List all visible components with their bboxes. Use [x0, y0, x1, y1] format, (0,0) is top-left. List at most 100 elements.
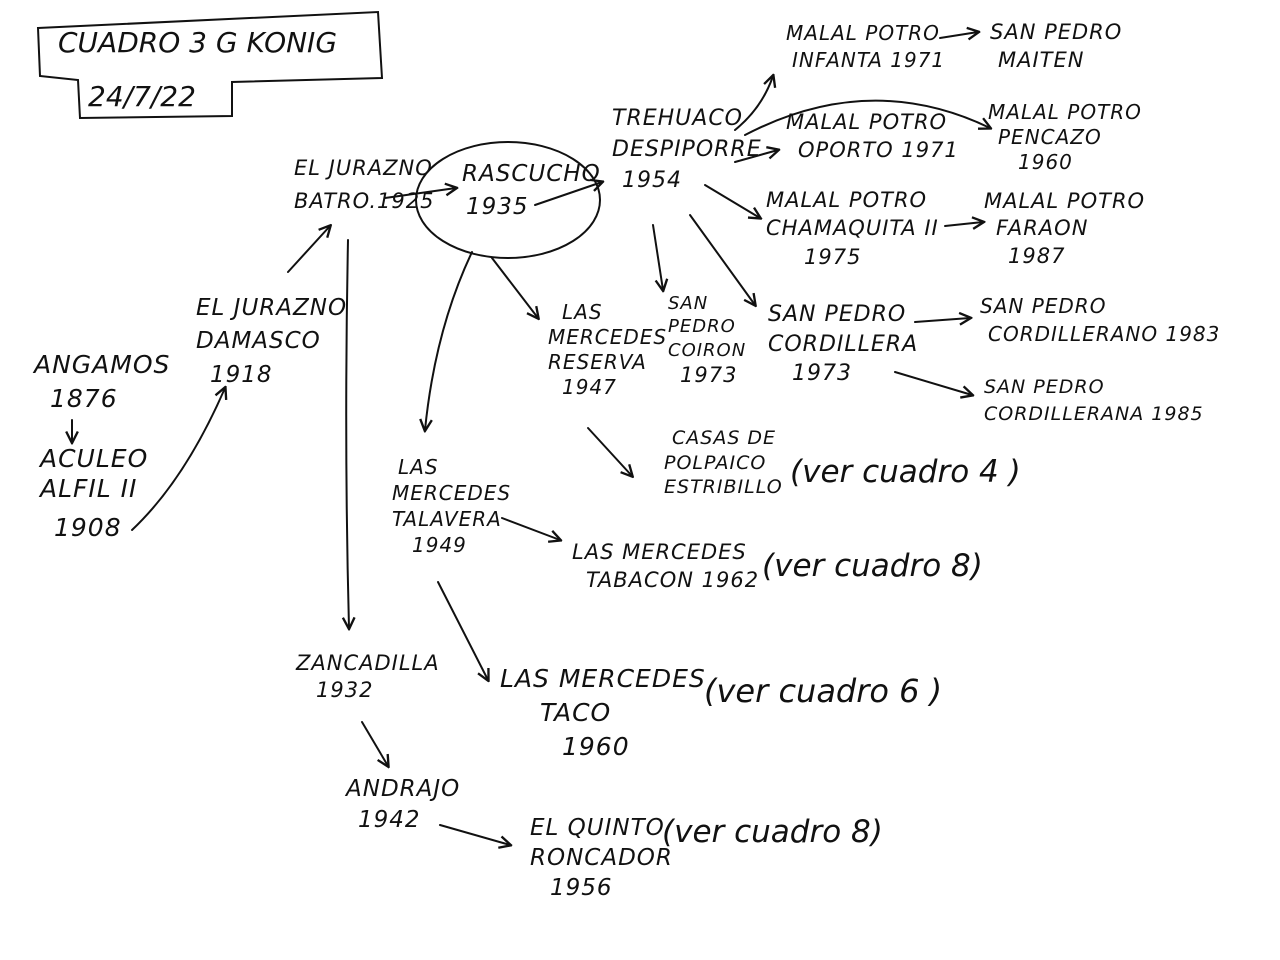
arrow-trehuaco-to-oporto — [734, 150, 778, 163]
arrow-trehuaco-to-chamaquita — [704, 184, 760, 218]
node-sanpedro-cordillera: SAN PEDRO CORDILLERA 1973 — [768, 300, 918, 389]
node-label: SAN PEDRO — [984, 376, 1105, 398]
page-date: 24/7/22 — [88, 80, 196, 113]
node-label: DESPIPORRE — [612, 136, 762, 162]
node-eljurazno-damasco: EL JURAZNO DAMASCO 1918 — [196, 292, 347, 392]
node-label: TALAVERA — [392, 507, 502, 531]
node-label: INFANTA 1971 — [792, 48, 946, 72]
node-year: 1876 — [50, 383, 118, 413]
node-label: LAS MERCEDES — [500, 664, 706, 693]
node-label: MERCEDES — [548, 325, 668, 349]
arrow-trehuaco-to-infanta — [734, 76, 773, 131]
node-label: ALFIL II — [40, 474, 138, 503]
node-zancadilla: ZANCADILLA 1932 — [296, 650, 440, 705]
node-label: LAS MERCEDES — [572, 540, 747, 564]
node-year: 1954 — [622, 167, 682, 193]
arrow-trehuaco-to-pencazo — [744, 99, 990, 136]
arrow-rascucho-to-talavera — [425, 251, 473, 430]
arrow-damasco-to-batro — [287, 226, 330, 273]
node-label: CORDILLERA — [768, 331, 919, 357]
node-label: SAN PEDRO — [980, 294, 1107, 318]
node-label: CORDILLERANO 1983 — [988, 322, 1221, 346]
node-eljurazno-batro: EL JURAZNO BATRO.1925 — [294, 152, 434, 217]
node-label: CORDILLERANA 1985 — [984, 402, 1204, 425]
node-label: RASCUCHO — [462, 161, 601, 187]
node-label: POLPAICO — [664, 451, 767, 474]
node-label: PENCAZO — [998, 125, 1102, 149]
node-year: 1987 — [1008, 243, 1066, 268]
arrow-chamaquita-to-faraon — [944, 222, 983, 226]
node-sanpedro-cordillerano: SAN PEDRO CORDILLERANO 1983 — [980, 292, 1220, 348]
node-sanpedro-coiron: SAN PEDRO COIRON 1973 — [668, 292, 746, 389]
arrow-zancadilla-to-andrajo — [361, 721, 388, 766]
rascucho-highlight-circle — [415, 141, 601, 259]
arrow-cordillera-to-cordillerana — [894, 371, 972, 395]
node-label: MALAL POTRO — [988, 100, 1142, 124]
node-label: BATRO.1925 — [294, 188, 435, 213]
node-label: EL JURAZNO — [294, 156, 433, 180]
arrow-batro-to-rascucho — [384, 188, 456, 199]
node-year: 1973 — [680, 363, 738, 388]
node-year: 1973 — [792, 361, 852, 387]
node-year: 1918 — [210, 361, 273, 388]
node-malal-chamaquita: MALAL POTRO CHAMAQUITA II 1975 — [766, 186, 939, 271]
node-year: 1932 — [316, 678, 374, 703]
node-label: EL JURAZNO — [196, 295, 348, 321]
node-sanpedro-cordillerana: SAN PEDRO CORDILLERANA 1985 — [984, 374, 1204, 427]
node-sanpedro-maiten: SAN PEDRO MAITEN — [990, 18, 1122, 75]
node-label: LAS — [398, 455, 439, 479]
node-label: MALAL POTRO — [786, 21, 940, 45]
arrow-rascucho-to-reserva — [491, 257, 538, 318]
note-ver-cuadro-6: (ver cuadro 6 ) — [704, 672, 943, 710]
node-label: ACULEO — [40, 444, 149, 473]
node-lasmercedes-reserva: LAS MERCEDES RESERVA 1947 — [548, 300, 667, 400]
node-aculeo-year: 1908 — [54, 513, 122, 542]
note-ver-cuadro-8-bottom: (ver cuadro 8) — [662, 814, 883, 850]
node-label: CASAS DE — [672, 427, 777, 449]
node-label: TABACON 1962 — [586, 568, 760, 593]
arrow-trehuaco-to-coiron — [652, 224, 663, 290]
node-lasmercedes-talavera: LAS MERCEDES TALAVERA 1949 — [392, 454, 511, 558]
node-label: FARAON — [996, 216, 1089, 241]
node-label: COIRON — [668, 339, 747, 361]
node-year: 1960 — [562, 731, 630, 761]
page-title: CUADRO 3 G KONIG — [58, 26, 338, 59]
node-label: ZANCADILLA — [296, 651, 440, 675]
arrow-infanta-to-maiten — [939, 32, 978, 38]
node-malal-pencazo: MALAL POTRO PENCAZO 1960 — [988, 100, 1142, 175]
title-box-outline — [36, 10, 384, 120]
node-year: 1949 — [412, 533, 467, 557]
arrow-batro-to-zancadilla — [346, 239, 349, 628]
node-label: CHAMAQUITA II — [766, 216, 939, 241]
node-andrajo: ANDRAJO 1942 — [346, 774, 460, 836]
node-label: MALAL POTRO — [786, 110, 948, 134]
node-label: MALAL POTRO — [984, 189, 1146, 213]
node-label: ANDRAJO — [346, 776, 461, 802]
node-year: 1975 — [804, 244, 862, 269]
node-label: MAITEN — [998, 48, 1085, 73]
node-label: ANGAMOS — [34, 350, 171, 379]
node-label: SAN — [668, 293, 709, 314]
arrow-talavera-to-taco — [437, 581, 488, 680]
node-elquinto-roncador: EL QUINTO RONCADOR 1956 — [530, 814, 673, 904]
node-year: 1956 — [550, 874, 613, 901]
node-year: 1935 — [466, 194, 529, 221]
node-label: DAMASCO — [196, 328, 321, 355]
node-label: TREHUACO — [612, 106, 743, 131]
node-label: PEDRO — [668, 316, 736, 338]
arrow-rascucho-to-trehuaco — [534, 182, 602, 206]
arrow-andrajo-to-roncador — [439, 824, 510, 845]
node-label: OPORTO 1971 — [798, 138, 959, 163]
node-aculeo-alfil: ACULEO ALFIL II — [40, 444, 148, 504]
node-year: 1947 — [562, 375, 617, 399]
node-malal-infanta: MALAL POTRO INFANTA 1971 — [786, 20, 945, 74]
arrow-talavera-to-tabacon — [501, 517, 560, 540]
node-angamos: ANGAMOS 1876 — [34, 348, 170, 416]
node-malal-oporto: MALAL POTRO OPORTO 1971 — [786, 108, 959, 165]
node-year: 1942 — [358, 807, 421, 834]
arrow-cordillera-to-cordillerano — [914, 318, 970, 322]
node-year: 1960 — [1018, 150, 1073, 174]
node-label: EL QUINTO — [530, 815, 665, 841]
node-rascucho: RASCUCHO 1935 — [462, 158, 601, 225]
